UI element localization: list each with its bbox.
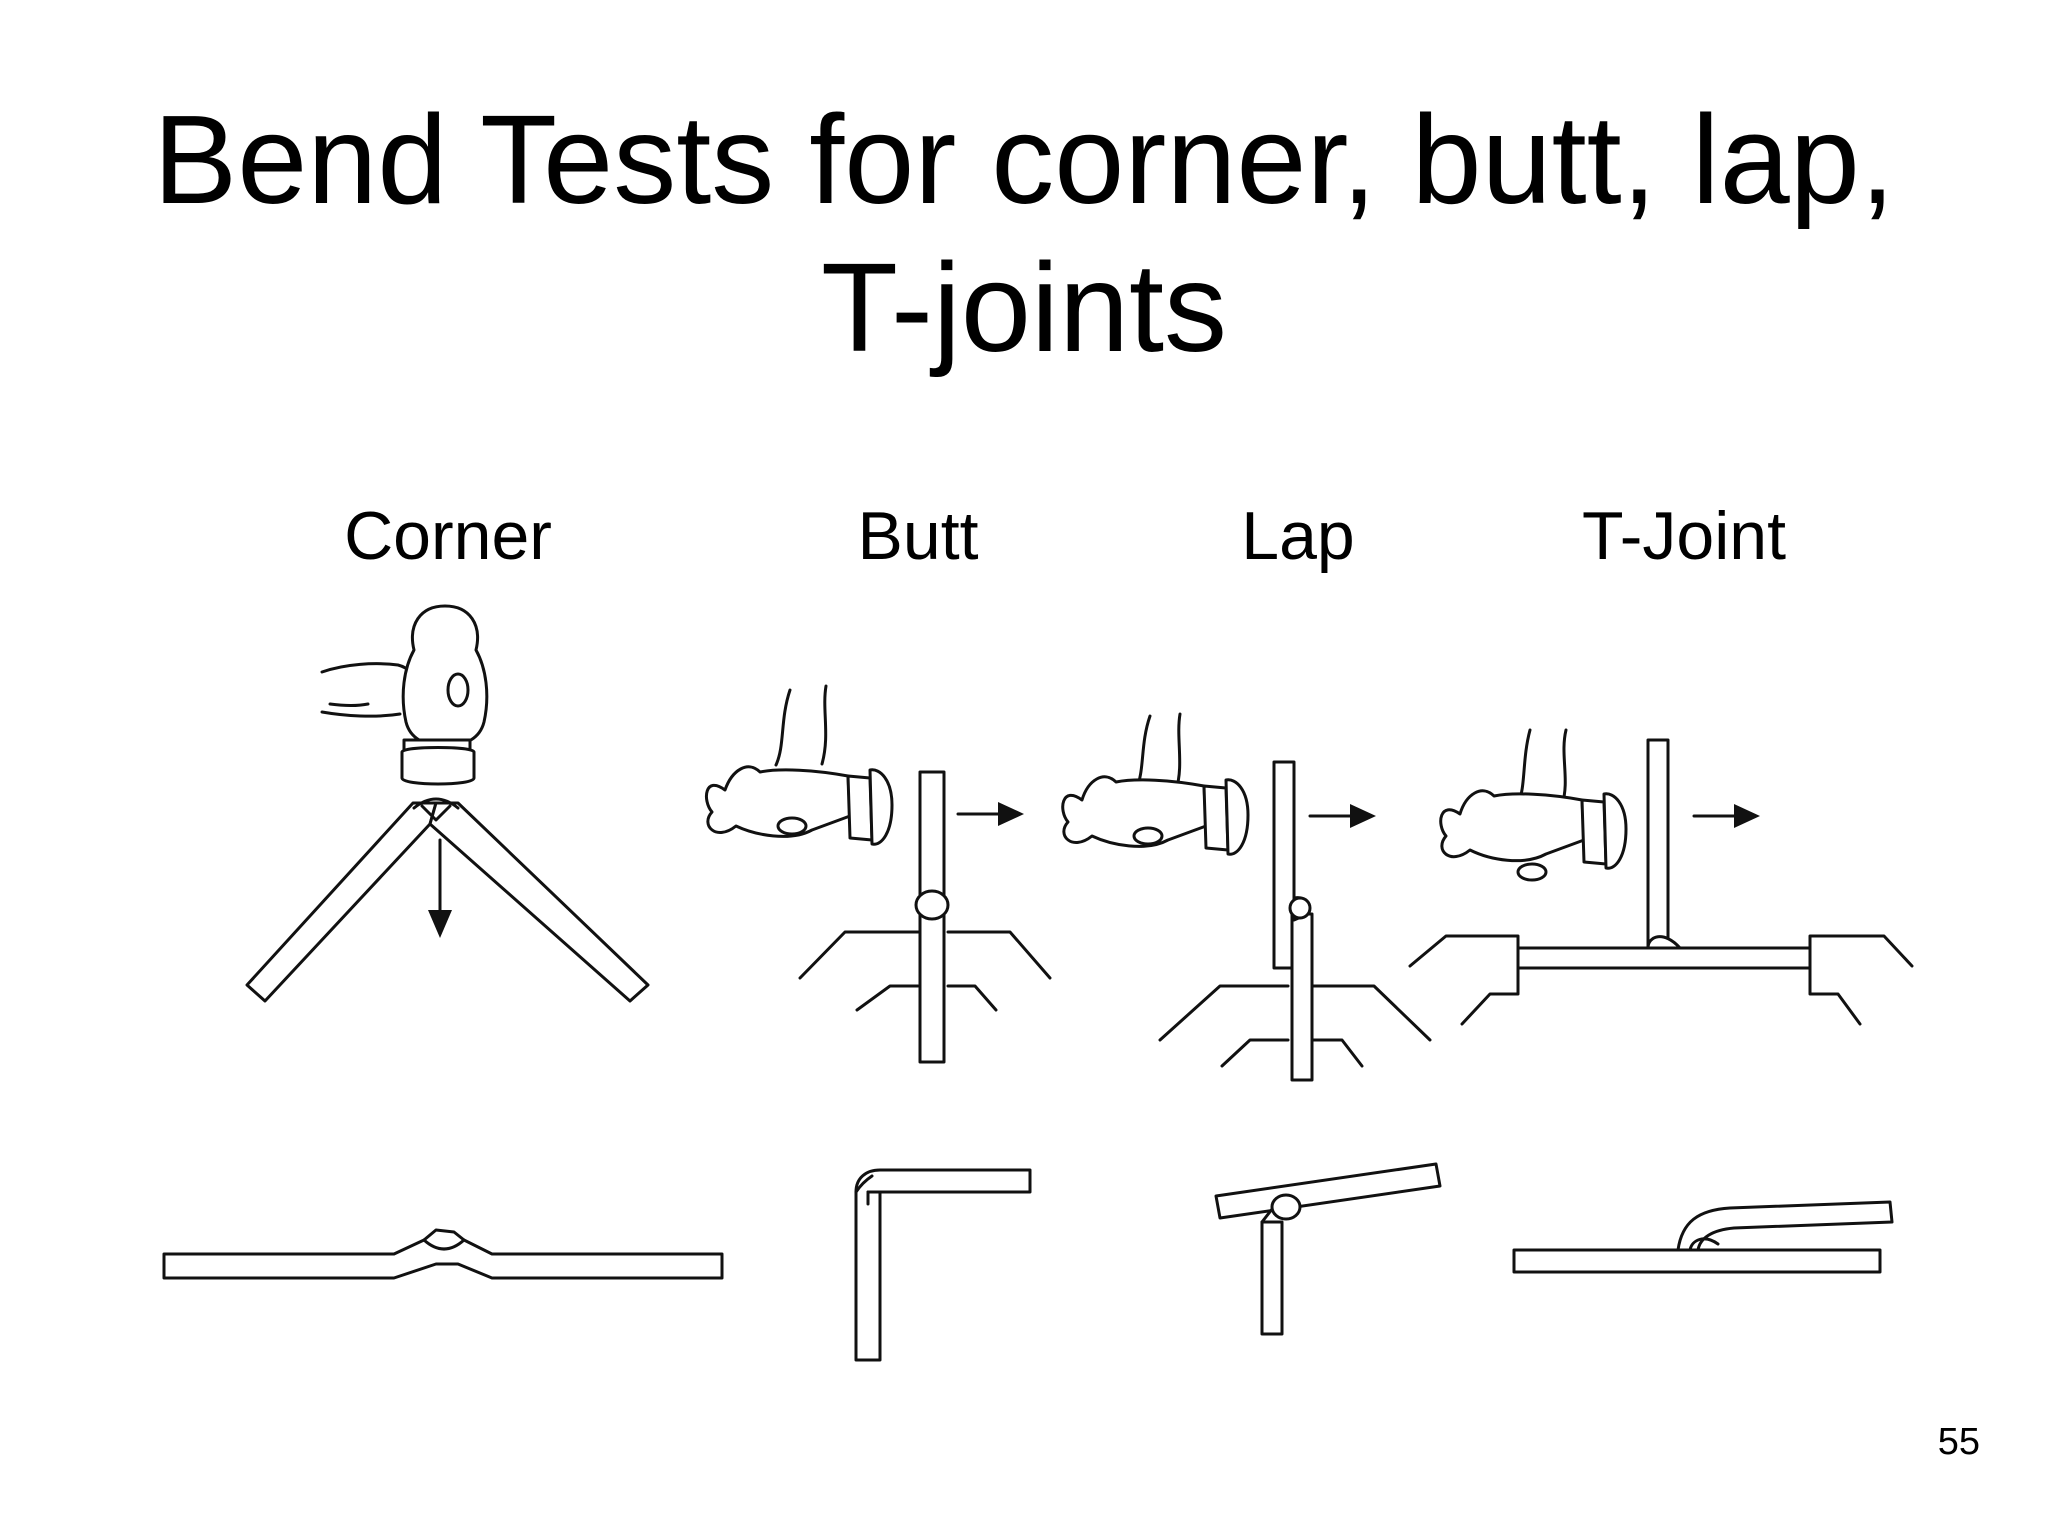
vise-jaw-right [948, 932, 1050, 978]
hammer-icon [1441, 730, 1626, 880]
lap-result [1216, 1164, 1440, 1334]
lap-specimen-lower [1292, 914, 1312, 1080]
vise-jaw-right [1308, 986, 1430, 1040]
arrow-right-icon [1694, 804, 1760, 828]
corner-result [164, 1230, 722, 1278]
page-number: 55 [1937, 1421, 1980, 1463]
corner-test-setup [247, 606, 648, 1001]
title-line-2: T-joints [820, 237, 1228, 378]
title-line-1: Bend Tests for corner, butt, lap, [153, 89, 1895, 230]
lap-specimen-upper [1274, 762, 1294, 968]
tjoint-base-plate [1518, 948, 1810, 968]
label-corner: Corner [344, 498, 552, 574]
label-butt: Butt [857, 498, 979, 574]
hammer-icon [322, 606, 487, 784]
slide-title: Bend Tests for corner, butt, lap, T-join… [0, 86, 2048, 382]
corner-specimen [247, 799, 648, 1001]
label-lap: Lap [1241, 498, 1355, 574]
arrow-right-icon [958, 802, 1024, 826]
tjoint-result [1514, 1202, 1892, 1272]
arrow-right-icon [1310, 804, 1376, 828]
hammer-icon [706, 686, 892, 844]
butt-test-setup [706, 686, 1050, 1062]
vise-jaw-left [1410, 936, 1518, 1024]
vise-jaw-right [1810, 936, 1912, 1024]
vise-jaw-left [1160, 986, 1288, 1040]
tjoint-web [1648, 740, 1668, 948]
tjoint-test-setup [1410, 730, 1912, 1024]
lap-test-setup [1063, 714, 1430, 1080]
label-tjoint: T-Joint [1581, 498, 1787, 574]
arrow-down-icon [428, 840, 452, 938]
vise-jaw-left [800, 932, 920, 978]
butt-result [856, 1170, 1030, 1360]
hammer-icon [1063, 714, 1248, 854]
